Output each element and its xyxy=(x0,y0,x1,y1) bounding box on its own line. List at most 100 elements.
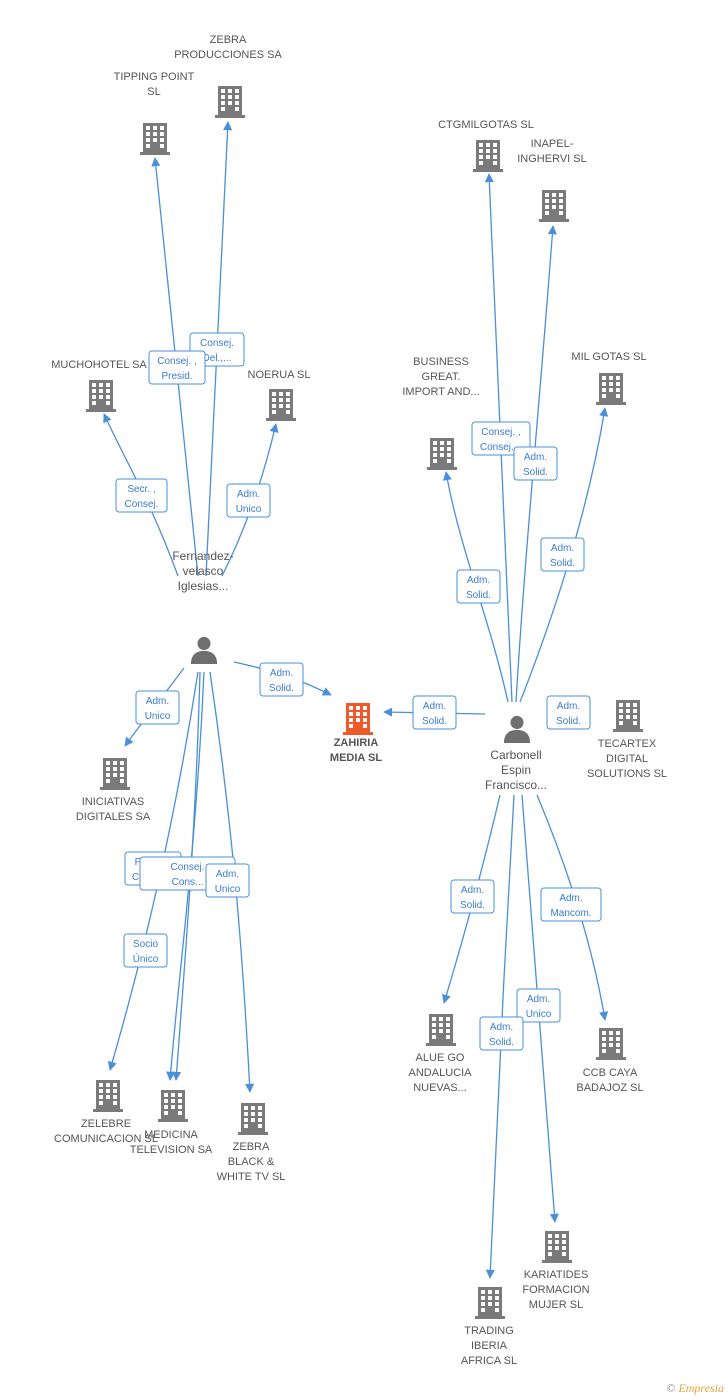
role-text: Consej.... xyxy=(480,442,522,453)
company-name: ZEBRA xyxy=(210,34,247,46)
footer-brand[interactable]: © Empresia xyxy=(666,1381,724,1396)
role-label[interactable]: Adm.Solid. xyxy=(546,695,591,730)
role-label[interactable]: Adm.Solid. xyxy=(540,537,585,572)
role-label[interactable]: Adm.Solid. xyxy=(259,662,304,697)
company-node[interactable]: NOERUA SL xyxy=(248,369,311,421)
role-text: Consej. xyxy=(171,862,205,873)
company-name: CTGMILGOTAS SL xyxy=(438,119,534,131)
company-name: ALUE GO xyxy=(416,1052,465,1064)
role-box xyxy=(205,863,250,898)
building-icon xyxy=(100,758,130,790)
building-icon xyxy=(613,700,643,732)
role-text: Único xyxy=(133,952,159,965)
role-box xyxy=(456,569,501,604)
building-icon xyxy=(596,373,626,405)
company-name: TIPPING POINT xyxy=(114,71,195,83)
company-node[interactable]: MEDICINA TELEVISION SA xyxy=(130,1090,213,1156)
role-text: Adm. xyxy=(146,696,169,707)
company-name: NOERUA SL xyxy=(248,369,311,381)
relation-edge xyxy=(209,671,255,1093)
role-label[interactable]: Adm.Solid. xyxy=(513,446,558,481)
role-text: Solid. xyxy=(466,590,491,601)
role-text: Mancom. xyxy=(550,908,591,919)
role-label[interactable]: Adm.Mancom. xyxy=(540,887,602,922)
role-label[interactable]: Adm.Solid. xyxy=(479,1016,524,1051)
role-box xyxy=(135,690,180,725)
copyright-symbol: © xyxy=(666,1381,676,1395)
person-name: Fernandez- xyxy=(172,549,233,563)
relation-edge xyxy=(166,671,205,1081)
role-text: Consej. , xyxy=(481,427,520,438)
company-name: IMPORT AND... xyxy=(402,386,479,398)
company-node[interactable]: MIL GOTAS SL xyxy=(571,351,647,405)
company-name: ZEBRA xyxy=(233,1141,270,1153)
building-icon xyxy=(539,190,569,222)
role-text: Solid. xyxy=(422,716,447,727)
company-name: TELEVISION SA xyxy=(130,1144,213,1156)
role-text: Adm. xyxy=(524,452,547,463)
person-node[interactable]: CarbonellEspinFrancisco... xyxy=(485,715,547,792)
company-name: MUJER SL xyxy=(529,1299,583,1311)
role-label[interactable]: Adm.Solid. xyxy=(456,569,501,604)
person-name: velasco xyxy=(183,564,224,578)
company-name: MIL GOTAS SL xyxy=(571,351,646,363)
person-name: Iglesias... xyxy=(178,579,229,593)
role-text: Unico xyxy=(526,1009,552,1020)
company-name: CCB CAYA xyxy=(583,1067,638,1079)
person-name: Espin xyxy=(501,763,531,777)
company-node[interactable]: TRADING IBERIA AFRICA SL xyxy=(461,1287,517,1367)
role-text: Adm. xyxy=(551,543,574,554)
role-text: Secr. , xyxy=(127,484,155,495)
company-node[interactable]: CTGMILGOTAS SL xyxy=(438,119,534,172)
building-icon xyxy=(542,1231,572,1263)
role-label[interactable]: Secr. ,Consej. xyxy=(115,478,168,513)
company-name: IBERIA xyxy=(471,1340,508,1352)
role-label[interactable]: Adm.Unico xyxy=(226,483,271,518)
company-name: MEDICINA xyxy=(144,1129,198,1141)
role-box xyxy=(516,988,561,1023)
brand-name: Empresia xyxy=(678,1381,724,1395)
building-icon xyxy=(238,1103,268,1135)
role-box xyxy=(540,537,585,572)
role-label[interactable]: Adm. Solid. xyxy=(450,879,495,914)
building-icon xyxy=(93,1080,123,1112)
company-name: MEDIA SL xyxy=(330,752,382,764)
role-text: Adm. xyxy=(270,668,293,679)
company-node[interactable]: INAPEL-INGHERVI SL xyxy=(517,138,587,222)
person-node[interactable]: Fernandez-velascoIglesias... xyxy=(172,549,234,664)
company-name: NUEVAS... xyxy=(413,1082,467,1094)
role-text: Solid. xyxy=(460,900,485,911)
role-label[interactable]: Adm.Unico xyxy=(205,863,250,898)
company-node[interactable]: ALUE GOANDALUCIANUEVAS... xyxy=(409,1014,473,1094)
role-text: Adm. xyxy=(490,1022,513,1033)
company-name: AFRICA SL xyxy=(461,1355,517,1367)
role-label[interactable]: Adm.Unico xyxy=(135,690,180,725)
role-box xyxy=(450,879,495,914)
company-name: TRADING xyxy=(464,1325,514,1337)
company-name: MUCHOHOTEL SA xyxy=(51,359,147,371)
role-text: Presid. xyxy=(161,371,192,382)
building-icon xyxy=(140,123,170,155)
building-icon xyxy=(215,86,245,118)
role-label[interactable]: Adm.Unico xyxy=(516,988,561,1023)
role-box xyxy=(123,933,168,968)
role-text: Adm. xyxy=(216,869,239,880)
company-node[interactable]: MUCHOHOTEL SA xyxy=(51,359,147,412)
company-name: GREAT. xyxy=(422,371,461,383)
role-label[interactable]: Adm.Solid. xyxy=(412,695,457,730)
role-text: Adm. xyxy=(461,885,484,896)
role-label[interactable]: Consej. ,Presid. xyxy=(148,350,206,385)
company-name: DIGITALES SA xyxy=(76,811,151,823)
